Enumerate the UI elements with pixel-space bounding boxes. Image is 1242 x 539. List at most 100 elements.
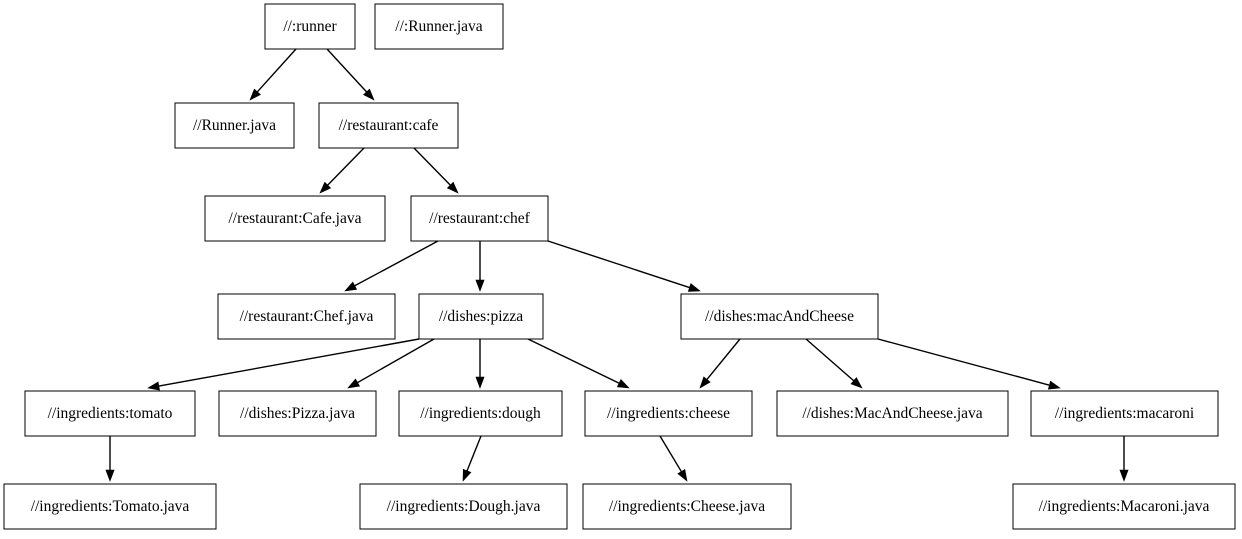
node-label: //dishes:Pizza.java — [240, 405, 355, 422]
graph-node-runner_java[interactable]: //Runner.java — [174, 102, 295, 149]
edge-arrowhead-icon — [475, 376, 485, 389]
edge-arrowhead-icon — [1047, 380, 1061, 390]
node-box[interactable] — [1012, 483, 1236, 530]
edge-arrowhead-icon — [616, 378, 630, 389]
node-label: //restaurant:Cafe.java — [229, 210, 362, 227]
node-label: //ingredients:macaroni — [1055, 405, 1195, 422]
node-label: //Runner.java — [193, 117, 276, 134]
node-box[interactable] — [24, 390, 196, 437]
graph-node-restaurant_chef[interactable]: //restaurant:chef — [410, 195, 549, 242]
graph-node-dishes_pizza[interactable]: //dishes:pizza — [418, 293, 544, 340]
graph-node-ingredients_macaroni_java[interactable]: //ingredients:Macaroni.java — [1012, 483, 1236, 530]
graph-edge — [347, 338, 435, 389]
graph-node-ingredients_tomato_java[interactable]: //ingredients:Tomato.java — [3, 483, 217, 530]
graph-edge — [1119, 436, 1129, 482]
graph-node-ingredients_dough[interactable]: //ingredients:dough — [398, 390, 563, 437]
edge-line — [527, 338, 620, 384]
edge-line — [877, 338, 1050, 386]
edge-arrowhead-icon — [1119, 469, 1129, 482]
node-label: //:runner — [283, 18, 337, 35]
edge-line — [547, 240, 690, 289]
node-box[interactable] — [584, 390, 753, 437]
node-box[interactable] — [359, 483, 568, 530]
graph-edge — [527, 338, 630, 389]
edge-line — [354, 240, 439, 287]
graph-node-ingredients_dough_java[interactable]: //ingredients:Dough.java — [359, 483, 568, 530]
graph-node-dishes_macandcheese_java[interactable]: //dishes:MacAndCheese.java — [776, 390, 1009, 437]
edge-arrowhead-icon — [699, 376, 711, 389]
graph-edge — [462, 435, 482, 482]
node-label: //dishes:MacAndCheese.java — [802, 405, 982, 422]
node-box[interactable] — [318, 102, 459, 149]
edge-line — [327, 147, 365, 186]
edge-arrowhead-icon — [677, 468, 688, 482]
node-label: //ingredients:Dough.java — [387, 498, 541, 515]
graph-edge — [147, 338, 420, 391]
graph-edge — [319, 147, 365, 194]
graph-node-ingredients_cheese[interactable]: //ingredients:cheese — [584, 390, 753, 437]
edge-line — [326, 48, 368, 93]
graph-node-restaurant_cafe_java[interactable]: //restaurant:Cafe.java — [204, 195, 386, 242]
node-box[interactable] — [218, 390, 377, 437]
graph-edge — [326, 48, 375, 101]
edge-line — [659, 435, 682, 472]
graph-node-root_runner_java[interactable]: //:Runner.java — [374, 3, 504, 50]
node-box[interactable] — [217, 293, 396, 340]
graph-node-dishes_pizza_java[interactable]: //dishes:Pizza.java — [218, 390, 377, 437]
node-box[interactable] — [174, 102, 295, 149]
node-box[interactable] — [776, 390, 1009, 437]
graph-node-dishes_macandcheese[interactable]: //dishes:macAndCheese — [680, 293, 879, 340]
graph-node-runner[interactable]: //:runner — [264, 3, 356, 50]
node-box[interactable] — [680, 293, 879, 340]
graph-edge — [659, 435, 688, 482]
node-label: //ingredients:Tomato.java — [31, 498, 190, 515]
graph-edge — [699, 338, 741, 389]
graph-edge — [249, 48, 297, 101]
graph-edge — [877, 338, 1061, 390]
edge-line — [413, 147, 451, 186]
node-box[interactable] — [582, 483, 792, 530]
edge-arrowhead-icon — [249, 88, 261, 101]
graph-edge — [547, 240, 701, 292]
node-label: //dishes:pizza — [439, 308, 523, 325]
graph-edge — [805, 338, 863, 389]
edge-arrowhead-icon — [462, 468, 472, 482]
node-box[interactable] — [418, 293, 544, 340]
edge-arrowhead-icon — [363, 88, 375, 101]
node-label: //restaurant:chef — [429, 210, 531, 227]
edge-line — [805, 338, 855, 382]
graph-node-ingredients_cheese_java[interactable]: //ingredients:Cheese.java — [582, 483, 792, 530]
graph-node-restaurant_chef_java[interactable]: //restaurant:Chef.java — [217, 293, 396, 340]
node-box[interactable] — [398, 390, 563, 437]
node-box[interactable] — [410, 195, 549, 242]
node-label: //ingredients:Cheese.java — [609, 498, 765, 515]
graph-edge — [475, 339, 485, 389]
edge-arrowhead-icon — [850, 377, 863, 389]
nodes-layer: //:runner //:Runner.java //Runner.java //re… — [3, 3, 1236, 530]
graph-node-ingredients_macaroni[interactable]: //ingredients:macaroni — [1030, 390, 1219, 437]
edge-arrowhead-icon — [344, 281, 358, 292]
node-box[interactable] — [3, 483, 217, 530]
edge-arrowhead-icon — [687, 283, 701, 292]
node-box[interactable] — [204, 195, 386, 242]
graph-edge — [105, 436, 115, 482]
graph-edge — [413, 147, 459, 194]
node-label: //ingredients:cheese — [607, 405, 730, 422]
edge-arrowhead-icon — [347, 378, 361, 389]
edge-arrowhead-icon — [319, 181, 332, 194]
node-box[interactable] — [264, 3, 356, 50]
edge-line — [256, 48, 297, 93]
node-label: //restaurant:Chef.java — [240, 308, 374, 325]
node-box[interactable] — [1030, 390, 1219, 437]
edge-line — [357, 338, 435, 384]
node-label: //:Runner.java — [395, 18, 483, 35]
node-label: //ingredients:dough — [420, 405, 541, 422]
edge-line — [158, 338, 420, 387]
node-box[interactable] — [374, 3, 504, 50]
node-label: //restaurant:cafe — [339, 117, 439, 134]
edge-arrowhead-icon — [105, 469, 115, 482]
edge-arrowhead-icon — [147, 381, 160, 391]
graph-node-ingredients_tomato[interactable]: //ingredients:tomato — [24, 390, 196, 437]
graph-node-restaurant_cafe[interactable]: //restaurant:cafe — [318, 102, 459, 149]
